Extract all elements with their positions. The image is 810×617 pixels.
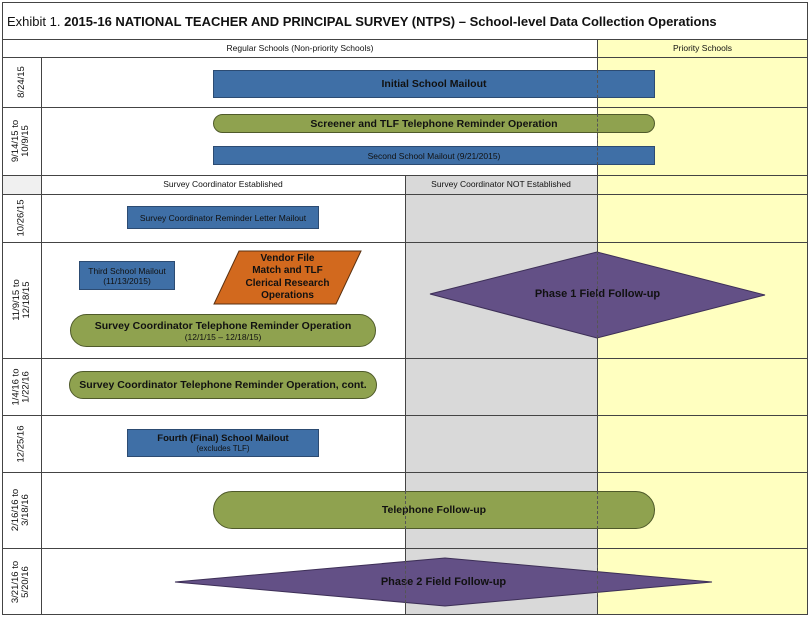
phase2-field-followup-label: Phase 2 Field Follow-up: [380, 576, 507, 588]
subheader-corner-cell: [3, 175, 41, 194]
sc-telephone-reminder-operation-cont: Survey Coordinator Telephone Reminder Op…: [69, 371, 377, 399]
initial-school-mailout: Initial School Mailout: [213, 70, 655, 98]
sc-reminder-letter-mailout: Survey Coordinator Reminder Letter Mailo…: [127, 206, 319, 229]
sc-established-header: Survey Coordinator Established: [163, 179, 283, 189]
phase2-field-followup-diamond: [174, 557, 713, 607]
grid-line: [405, 175, 406, 615]
third-school-mailout: Third School Mailout(11/13/2015): [79, 261, 175, 290]
exhibit-title-text: 2015-16 NATIONAL TEACHER AND PRINCIPAL S…: [60, 14, 717, 29]
sc-telephone-reminder-operation: Survey Coordinator Telephone Reminder Op…: [70, 314, 376, 347]
second-school-mailout: Second School Mailout (9/21/2015): [213, 146, 655, 165]
sc-not-established-header: Survey Coordinator NOT Established: [431, 179, 571, 189]
telephone-followup: Telephone Follow-up: [213, 491, 655, 529]
vendor-file-match-parallelogram: [213, 250, 362, 305]
priority-schools-header: Priority Schools: [672, 43, 733, 53]
priority-boundary-dash: [597, 491, 598, 529]
vendor-file-match-label: Vendor File Match and TLF Clerical Resea…: [245, 252, 330, 302]
grid-line: [41, 175, 42, 615]
grid-line: [3, 107, 808, 108]
grid-line: [3, 57, 808, 58]
priority-boundary-dash: [597, 70, 598, 98]
priority-boundary-dash: [597, 114, 598, 165]
exhibit-title: Exhibit 1. 2015-16 NATIONAL TEACHER AND …: [3, 3, 807, 40]
fourth-final-school-mailout: Fourth (Final) School Mailout(excludes T…: [127, 429, 319, 457]
screener-tlf-reminder-operation: Screener and TLF Telephone Reminder Oper…: [213, 114, 655, 133]
sc-boundary-dash: [405, 491, 406, 529]
grid-line: [41, 57, 42, 175]
priority-boundary-dash: [597, 565, 598, 600]
exhibit-label: Exhibit 1.: [7, 14, 61, 29]
not-established-column-bg: [405, 175, 597, 615]
sc-boundary-dash: [405, 561, 406, 603]
priority-boundary-dash: [597, 252, 598, 338]
regular-schools-header: Regular Schools (Non-priority Schools): [226, 43, 374, 53]
